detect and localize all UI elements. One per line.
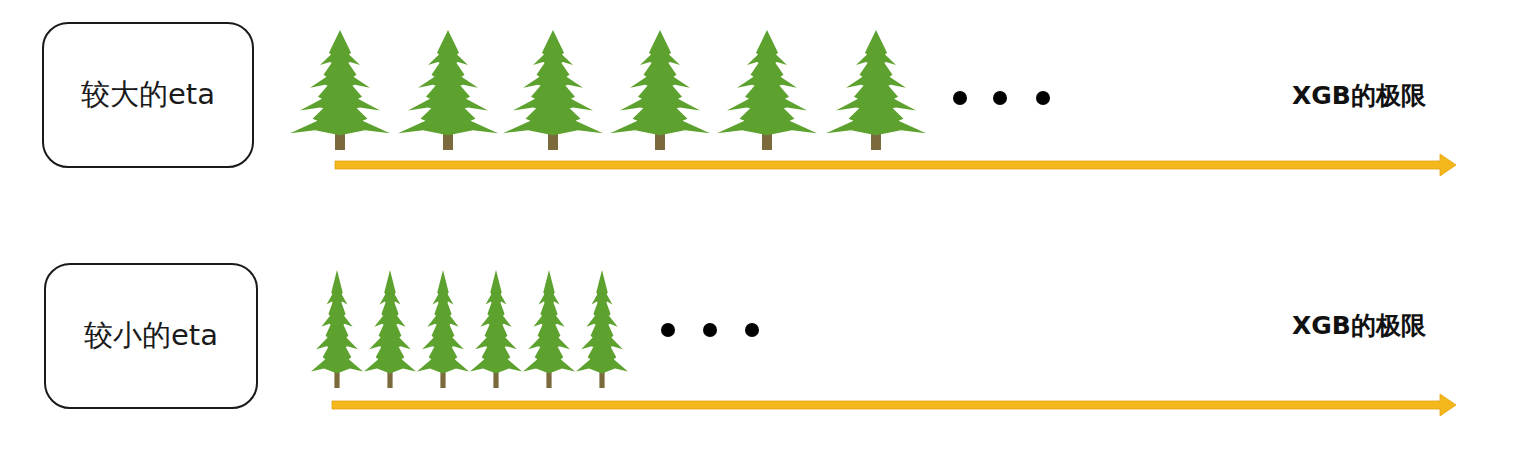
tree-icon xyxy=(398,30,498,150)
parameter-box: 较大的eta xyxy=(42,22,254,168)
tree-icon xyxy=(717,30,817,150)
ellipsis-dot xyxy=(1036,91,1050,105)
ellipsis-dot xyxy=(661,323,675,337)
tree-icon xyxy=(610,30,710,150)
timeline-arrow xyxy=(335,154,1456,176)
tree-icon xyxy=(364,270,416,388)
ellipsis-dot xyxy=(953,91,967,105)
box-label: 较小的eta xyxy=(84,316,218,356)
parameter-box: 较小的eta xyxy=(44,263,258,409)
limit-label: XGB的极限 xyxy=(1290,309,1428,342)
tree-icon xyxy=(470,270,522,388)
tree-icon xyxy=(523,270,575,388)
tree-icon xyxy=(576,270,628,388)
timeline-arrow xyxy=(332,394,1456,416)
tree-icon xyxy=(826,30,926,150)
ellipsis-dot xyxy=(745,323,759,337)
tree-icon xyxy=(311,270,363,388)
box-label: 较大的eta xyxy=(81,75,215,115)
tree-icon xyxy=(290,30,390,150)
tree-icon xyxy=(417,270,469,388)
ellipsis-dot xyxy=(993,91,1007,105)
ellipsis-dot xyxy=(703,323,717,337)
limit-label: XGB的极限 xyxy=(1290,79,1428,112)
tree-icon xyxy=(503,30,603,150)
